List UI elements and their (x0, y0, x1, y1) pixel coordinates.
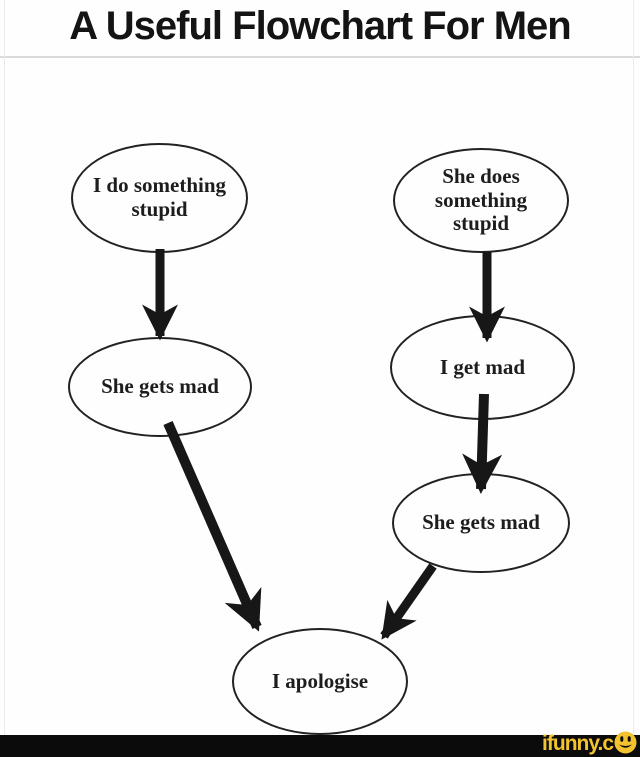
node-label: I do something stupid (92, 173, 227, 221)
flow-node-she-gets-mad-right: She gets mad (392, 473, 570, 573)
flow-node-she-does-something-stupid: She does something stupid (393, 148, 569, 253)
title-divider (0, 56, 640, 58)
flow-node-i-apologise: I apologise (232, 628, 408, 735)
node-label: She does something stupid (434, 164, 528, 236)
arrow-she-gets-mad-left-to-i-apologise (163, 421, 262, 632)
node-label: I get mad (439, 354, 526, 379)
ifunny-logo: ifunny.c (542, 731, 637, 755)
node-label: I apologise (271, 668, 369, 693)
ifunny-watermark-bar: ifunny.c (0, 731, 640, 757)
flow-node-she-gets-mad-left: She gets mad (68, 337, 252, 437)
smiley-face-icon (614, 731, 637, 754)
arrow-she-gets-mad-right-to-i-apologise (380, 563, 437, 640)
page-title: A Useful Flowchart For Men (69, 4, 571, 48)
ifunny-logo-text: ifunny.c (542, 731, 614, 755)
node-label: She gets mad (422, 510, 540, 535)
flow-node-i-get-mad: I get mad (390, 315, 575, 420)
node-label: She gets mad (101, 374, 219, 399)
left-edge-line (4, 0, 5, 735)
right-edge-line (633, 0, 634, 735)
flow-node-i-do-something-stupid: I do something stupid (71, 143, 248, 253)
